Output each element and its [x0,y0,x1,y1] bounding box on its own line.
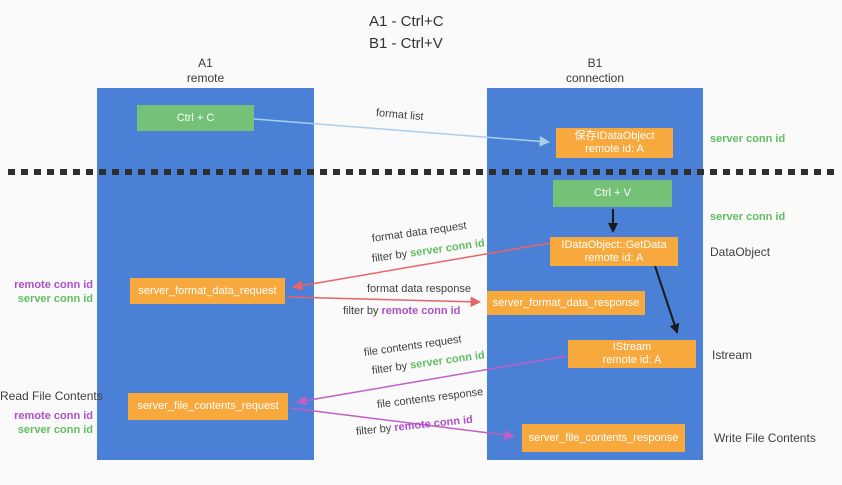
annotation-server-conn-id-left-top: server conn id [17,293,93,305]
arrow-format-data-response [286,296,482,308]
filter-by-text: filter by [371,248,408,265]
label-filter-by-remote-conn-id-1: filter by remote conn id [343,305,460,317]
annotation-server-conn-id-left-bottom: server conn id [17,424,93,436]
label-format-data-response: format data response [367,283,471,295]
node-save-idataobject: 保存IDataObject remote id: A [556,128,673,158]
node-server-file-contents-response-label: server_file_contents_response [528,431,679,444]
filter-key-remote-conn-id: remote conn id [381,305,461,317]
node-ctrl-c: Ctrl + C [137,105,254,131]
annotation-remote-conn-id-top: remote conn id [14,279,93,291]
node-server-file-contents-response: server_file_contents_response [522,424,685,452]
node-ctrl-v-label: Ctrl + V [594,187,631,199]
filter-by-text: filter by [355,422,392,438]
filter-key-server-conn-id: server conn id [409,237,486,260]
node-server-format-data-response: server_format_data_response [487,291,645,315]
node-istream-line2: remote id: A [602,354,662,366]
filter-key-remote-conn-id: remote conn id [393,413,474,434]
annotation-server-conn-id-mid: server conn id [710,211,786,223]
node-server-file-contents-request: server_file_contents_request [128,393,288,420]
title-line-1: A1 - Ctrl+C [369,13,444,30]
node-server-format-data-response-label: server_format_data_response [492,296,640,309]
label-filter-by-remote-conn-id-2: filter by remote conn id [355,414,473,438]
node-idataobject-getdata: IDataObject::GetData remote id: A [550,237,678,266]
diagram-title: A1 - Ctrl+C B1 - Ctrl+V [369,11,444,55]
node-getdata-line1: IDataObject::GetData [561,238,667,251]
node-istream: IStream remote id: A [568,340,696,368]
annotation-read-file-contents: Read File Contents [0,389,103,403]
title-line-2: B1 - Ctrl+V [369,35,443,52]
node-server-format-data-request-label: server_format_data_request [138,284,277,297]
node-server-file-contents-request-label: server_file_contents_request [137,400,279,412]
phase-divider-dotted-line [8,169,836,175]
lane-b1-role: connection [565,71,625,85]
node-save-idataobject-line1: 保存IDataObject [574,130,655,142]
annotation-dataobject: DataObject [710,245,771,259]
label-file-contents-response: file contents response [376,386,484,411]
filter-key-server-conn-id: server conn id [409,349,486,372]
node-ctrl-c-label: Ctrl + C [176,111,215,124]
node-save-idataobject-line2: remote id: A [585,143,644,155]
annotation-server-conn-id-top: server conn id [710,133,786,145]
filter-by-text: filter by [343,305,379,317]
annotation-istream: Istream [712,348,753,362]
lane-a1-role: remote [186,71,225,85]
node-istream-line1: IStream [612,341,652,353]
lane-header-b1: B1 connection [487,56,703,86]
lane-a1-name: A1 [198,56,213,70]
lane-header-a1: A1 remote [97,56,314,86]
node-getdata-line2: remote id: A [584,251,644,264]
node-server-format-data-request: server_format_data_request [130,278,285,304]
annotation-remote-conn-id-bottom: remote conn id [14,410,93,422]
lane-b1-name: B1 [587,56,603,70]
filter-by-text: filter by [371,360,408,377]
annotation-write-file-contents: Write File Contents [714,431,816,445]
label-format-list: format list [375,107,425,124]
node-ctrl-v: Ctrl + V [553,180,672,207]
